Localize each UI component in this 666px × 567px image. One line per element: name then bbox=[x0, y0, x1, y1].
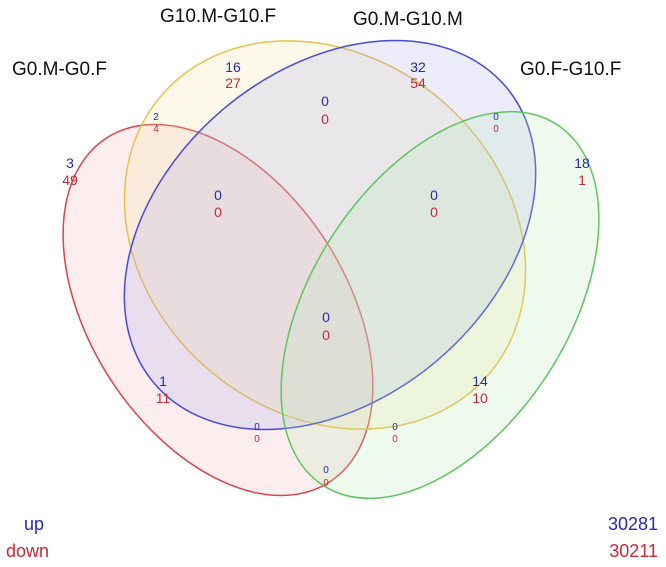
set-ellipse-g10m-g10f bbox=[123, 40, 527, 430]
count-up-only-b: 16 bbox=[225, 59, 241, 75]
count-down-only-c: 54 bbox=[410, 75, 426, 91]
set-ellipse-g0m-g10m bbox=[123, 39, 537, 431]
set-label-g10m-g10f: G10.M-G10.F bbox=[160, 6, 276, 27]
set-label-g0f-g10f: G0.F-G10.F bbox=[520, 59, 621, 80]
legend-up-label: up bbox=[24, 514, 45, 534]
count-down-acd: 0 bbox=[254, 434, 260, 445]
count-down-ac: 11 bbox=[156, 390, 171, 406]
set-label-g0m-g0f: G0.M-G0.F bbox=[12, 59, 107, 80]
count-down-bc: 0 bbox=[321, 111, 329, 127]
set-ellipse-g0m-g0f bbox=[62, 123, 374, 497]
count-down-bcd: 0 bbox=[430, 204, 438, 220]
set-ellipse-g0f-g10f bbox=[280, 110, 600, 500]
legend-down-label: down bbox=[6, 541, 50, 561]
count-up-only-d: 18 bbox=[574, 155, 590, 171]
count-up-ac: 1 bbox=[159, 373, 167, 389]
count-up-bc: 0 bbox=[321, 93, 329, 109]
count-up-acd: 0 bbox=[254, 422, 260, 433]
count-down-bd: 10 bbox=[472, 390, 488, 406]
count-down-only-a: 49 bbox=[62, 172, 78, 188]
count-up-bd: 14 bbox=[472, 373, 488, 389]
legend-down-total: 30211 bbox=[609, 541, 658, 561]
count-up-cd: 0 bbox=[493, 112, 499, 123]
count-down-cd: 0 bbox=[493, 124, 499, 135]
count-up-ab: 2 bbox=[153, 112, 159, 123]
set-label-g0m-g10m: G0.M-G10.M bbox=[353, 9, 463, 30]
count-up-abd: 0 bbox=[392, 422, 398, 433]
count-down-abcd: 0 bbox=[322, 327, 330, 343]
count-down-only-b: 27 bbox=[225, 75, 241, 91]
count-up-only-a: 3 bbox=[66, 155, 74, 171]
count-up-bcd: 0 bbox=[430, 187, 438, 203]
legend-up-total: 30281 bbox=[607, 514, 658, 534]
count-down-ad: 0 bbox=[323, 478, 329, 489]
count-down-ab: 4 bbox=[153, 124, 159, 135]
count-up-abc: 0 bbox=[214, 187, 222, 203]
count-up-only-c: 32 bbox=[410, 59, 426, 75]
count-down-abc: 0 bbox=[214, 204, 222, 220]
count-down-only-d: 1 bbox=[578, 172, 586, 188]
count-up-ad: 0 bbox=[323, 465, 329, 476]
count-up-abcd: 0 bbox=[322, 309, 330, 325]
count-down-abd: 0 bbox=[392, 434, 398, 445]
